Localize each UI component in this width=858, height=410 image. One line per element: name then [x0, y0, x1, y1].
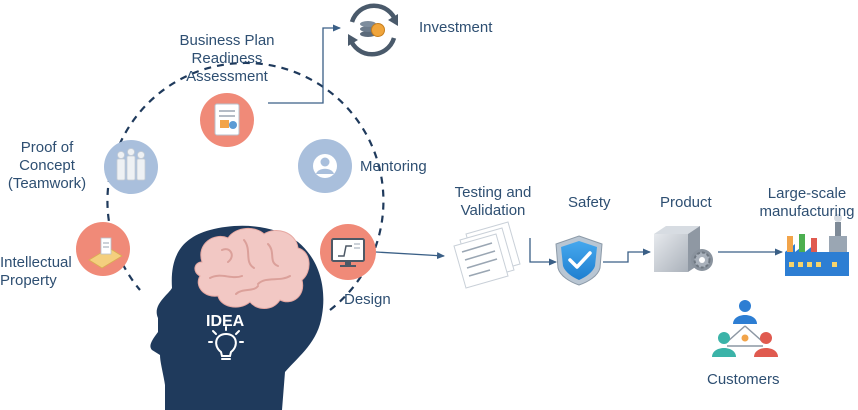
- team-icon: [116, 148, 146, 181]
- shield-check-icon: [555, 235, 603, 286]
- idea-label: IDEA: [206, 313, 245, 330]
- manufacturing-label: Large-scale manufacturing: [759, 185, 855, 220]
- coin-cycle-icon: [347, 3, 399, 57]
- document-icon: [214, 103, 240, 136]
- person-icon: [313, 154, 337, 178]
- design-label: Design: [344, 291, 391, 308]
- network-people-icon: [712, 300, 778, 357]
- brain-icon: [194, 228, 310, 309]
- orbit-dashed-circle: [106, 61, 385, 311]
- intellectual-property-label: Intellectual Property: [0, 254, 72, 289]
- business-plan-node: [200, 93, 254, 147]
- factory-icon: [785, 214, 849, 276]
- design-node: [320, 224, 376, 280]
- business-plan-label: Business Plan Readiness Assessment: [179, 32, 275, 85]
- investment-label: Investment: [419, 19, 493, 36]
- customers-label: Customers: [707, 371, 780, 388]
- patent-icon: [88, 237, 123, 269]
- proof-of-concept-label: Proof of Concept (Teamwork): [7, 139, 87, 192]
- connector-safety-to-product: [603, 248, 651, 263]
- testing-validation-label: Testing and Validation: [454, 184, 532, 219]
- mentoring-node: [298, 139, 352, 193]
- safety-label: Safety: [568, 194, 611, 211]
- monitor-icon: [331, 238, 365, 267]
- connector-design-to-testing: [375, 251, 445, 260]
- connector-to-investment: [268, 24, 341, 104]
- intellectual-property-node: [76, 222, 130, 276]
- server-gear-icon: [654, 226, 713, 272]
- connector-testing-to-safety: [529, 238, 557, 266]
- lightbulb-icon: [208, 326, 244, 360]
- documents-icon: [453, 221, 521, 289]
- product-label: Product: [660, 194, 712, 211]
- mentoring-label: Mentoring: [360, 158, 427, 175]
- proof-of-concept-node: [104, 140, 158, 194]
